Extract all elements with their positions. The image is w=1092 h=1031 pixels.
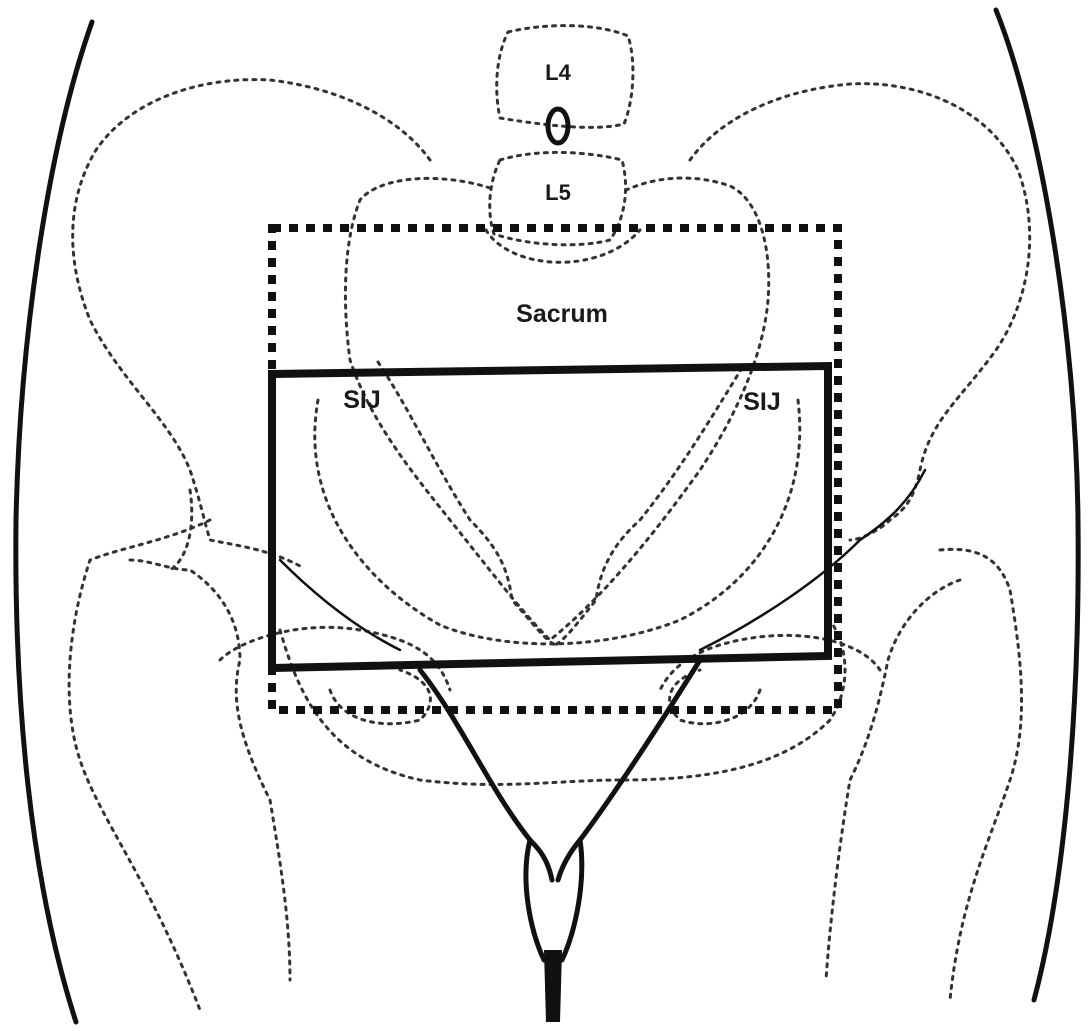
scan-field-solid xyxy=(268,361,832,673)
iliac-wing-left xyxy=(71,78,432,568)
thigh-contour-right xyxy=(555,657,703,883)
vertebra-l4-outline xyxy=(495,24,635,129)
perineum-lower-left xyxy=(523,837,547,963)
label-l4: L4 xyxy=(545,60,571,85)
femur-left-neck xyxy=(128,558,292,982)
label-sij-right: SIJ xyxy=(743,388,781,416)
sacrum-inner-right xyxy=(553,366,744,647)
body-outline-right xyxy=(993,7,1081,1003)
femur-right-neck xyxy=(824,578,962,982)
iliac-wing-left-inner xyxy=(168,488,194,572)
l5-lower-arc xyxy=(484,228,642,264)
pelvic-ring-lower xyxy=(278,618,847,786)
iliac-wing-right xyxy=(688,82,1032,542)
acetabulum-left xyxy=(218,625,452,692)
label-sij-left: SIJ xyxy=(343,386,381,414)
obturator-right xyxy=(668,668,762,726)
label-l5: L5 xyxy=(545,180,571,205)
femur-right xyxy=(938,547,1024,1002)
obturator-left xyxy=(328,668,432,726)
sacrum-arc-lower xyxy=(313,398,802,646)
vertebra-l5-outline xyxy=(488,150,628,247)
femur-left xyxy=(67,518,212,1012)
ilium-edge-left xyxy=(278,558,402,652)
perineum-stem xyxy=(544,950,562,1022)
ilium-edge-right xyxy=(698,468,927,652)
perineum-lower-right xyxy=(559,837,585,963)
thigh-contour-left xyxy=(417,667,555,883)
label-sacrum: Sacrum xyxy=(516,300,608,328)
body-outline-left xyxy=(13,19,95,1025)
sacrum-outline xyxy=(343,176,771,642)
sacrum-inner-left xyxy=(376,360,557,647)
l4-foramen xyxy=(545,106,571,146)
